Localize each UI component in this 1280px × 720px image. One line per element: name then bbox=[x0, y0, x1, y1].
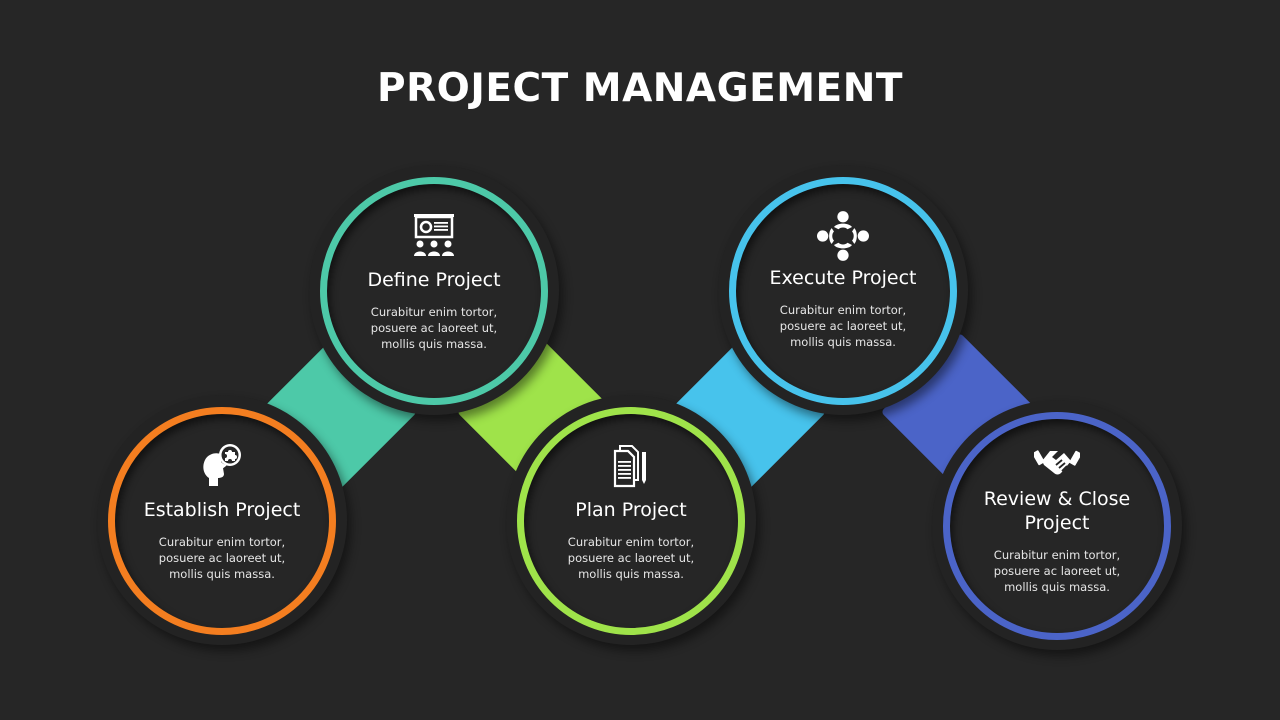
step-description: Curabitur enim tortor, posuere ac laoree… bbox=[567, 535, 695, 581]
step-heading: Review & Close Project bbox=[983, 488, 1131, 534]
step-heading: Establish Project bbox=[143, 499, 301, 521]
step-description: Curabitur enim tortor, posuere ac laoree… bbox=[370, 305, 498, 351]
step-description: Curabitur enim tortor, posuere ac laoree… bbox=[158, 535, 286, 581]
step-heading: Execute Project bbox=[769, 267, 917, 289]
step-description: Curabitur enim tortor, posuere ac laoree… bbox=[779, 303, 907, 349]
step-plan-circle[interactable]: Plan Project Curabitur enim tortor, posu… bbox=[517, 407, 745, 635]
head-puzzle-icon bbox=[203, 444, 241, 486]
presentation-audience-icon bbox=[414, 214, 454, 256]
step-heading: Define Project bbox=[367, 269, 501, 291]
page-title: PROJECT MANAGEMENT bbox=[377, 66, 903, 111]
step-establish-circle[interactable]: Establish Project Curabitur enim tortor,… bbox=[108, 407, 336, 635]
step-execute-circle[interactable]: Execute Project Curabitur enim tortor, p… bbox=[729, 177, 957, 405]
step-description: Curabitur enim tortor, posuere ac laoree… bbox=[993, 548, 1121, 594]
team-circle-icon bbox=[817, 211, 869, 261]
step-define-circle[interactable]: Define Project Curabitur enim tortor, po… bbox=[320, 177, 548, 405]
step-review-circle[interactable]: Review & Close Project Curabitur enim to… bbox=[943, 412, 1171, 640]
handshake-icon bbox=[1034, 450, 1080, 475]
step-heading: Plan Project bbox=[575, 499, 687, 521]
documents-pencil-icon bbox=[613, 445, 646, 488]
